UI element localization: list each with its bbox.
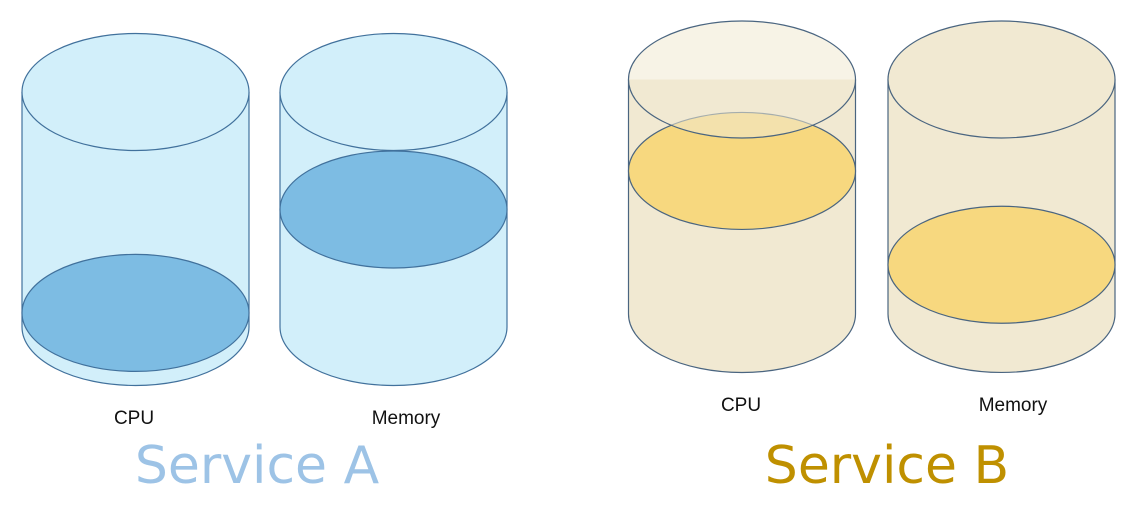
- cylinder-outline: [21, 92, 250, 387]
- service-a-cpu-label: CPU: [113, 408, 155, 429]
- service-a-memory-label: Memory: [371, 408, 441, 429]
- cylinder-service-b-cpu: [627, 20, 857, 374]
- cylinder-top: [21, 32, 250, 152]
- service-b-memory-label: Memory: [978, 395, 1048, 416]
- cylinder-service-a-memory: [279, 32, 508, 387]
- fill-level-surface: [279, 150, 508, 269]
- cylinder-top: [887, 20, 1116, 139]
- cylinder-top: [627, 20, 857, 139]
- cylinder-service-a-cpu: [21, 32, 250, 387]
- service-a-title: Service A: [134, 436, 380, 496]
- fill-level-surface: [887, 205, 1116, 324]
- cylinder-service-b-memory: [887, 20, 1116, 374]
- cylinder-outline: [279, 92, 508, 387]
- service-b-title: Service B: [764, 436, 1010, 496]
- cylinder-outline: [887, 79, 1116, 374]
- fill-level-surface: [21, 253, 250, 372]
- service-b-cpu-label: CPU: [720, 395, 762, 416]
- cylinder-top: [279, 32, 508, 152]
- cylinder-outline: [627, 79, 857, 374]
